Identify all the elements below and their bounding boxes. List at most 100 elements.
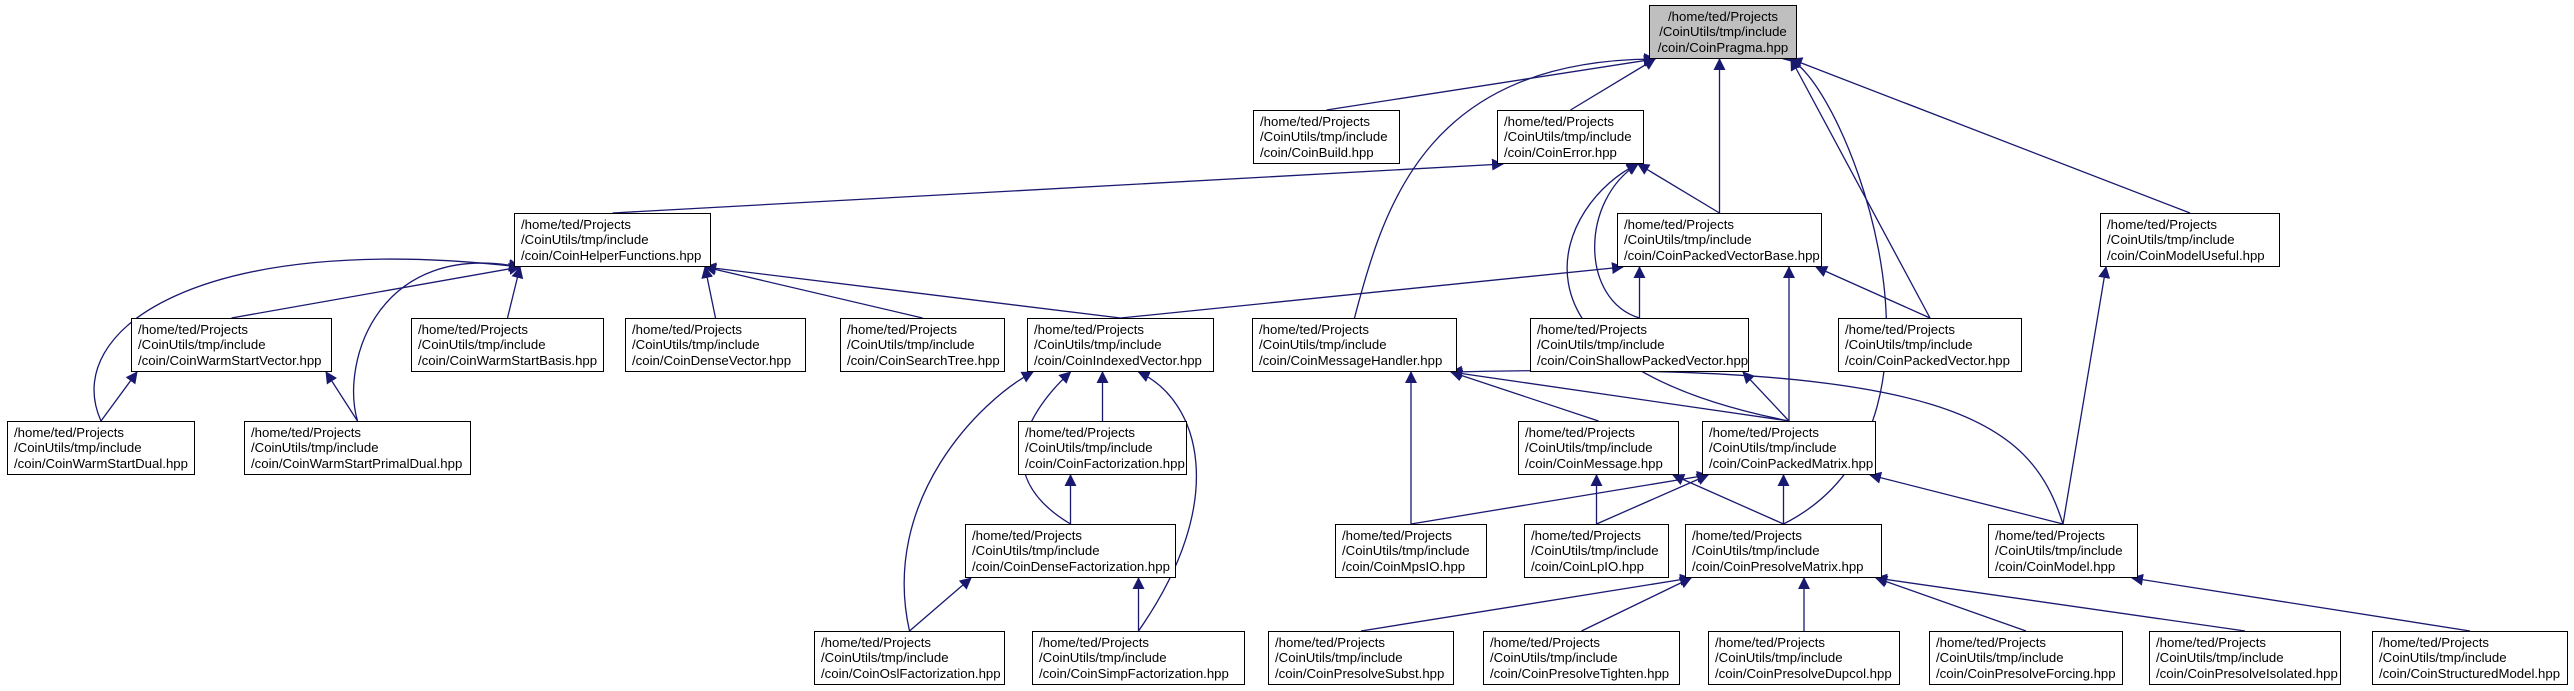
header-node-label: /home/ted/Projects /CoinUtils/tmp/includ… xyxy=(632,322,792,368)
header-node-label: /home/ted/Projects /CoinUtils/tmp/includ… xyxy=(1537,322,1749,368)
edge-n2-to-n0 xyxy=(1570,58,1656,111)
header-node-box[interactable]: /home/ted/Projects /CoinUtils/tmp/includ… xyxy=(1685,524,1882,578)
header-node-label: /home/ted/Projects /CoinUtils/tmp/includ… xyxy=(1342,528,1470,574)
header-node-label: /home/ted/Projects /CoinUtils/tmp/includ… xyxy=(1490,635,1670,681)
header-node-label: /home/ted/Projects /CoinUtils/tmp/includ… xyxy=(521,217,702,263)
header-node-label: /home/ted/Projects /CoinUtils/tmp/includ… xyxy=(1715,635,1892,681)
edge-n7-to-n3 xyxy=(506,266,524,319)
header-node-label: /home/ted/Projects /CoinUtils/tmp/includ… xyxy=(138,322,322,368)
header-node-box[interactable]: /home/ted/Projects /CoinUtils/tmp/includ… xyxy=(814,631,1005,685)
edge-n22-to-n17 xyxy=(1672,473,1784,525)
header-node-box[interactable]: /home/ted/Projects /CoinUtils/tmp/includ… xyxy=(1268,631,1454,685)
header-node-box[interactable]: /home/ted/Projects /CoinUtils/tmp/includ… xyxy=(965,524,1176,578)
edge-n5-to-n0 xyxy=(1790,57,2191,214)
edge-n25-to-n10 xyxy=(1137,371,1197,632)
header-node-box[interactable]: /home/ted/Projects /CoinUtils/tmp/includ… xyxy=(1524,524,1669,578)
header-node-box[interactable]: /home/ted/Projects /CoinUtils/tmp/includ… xyxy=(1530,318,1749,372)
header-node-label: /home/ted/Projects /CoinUtils/tmp/includ… xyxy=(1709,425,1874,471)
header-node-label: /home/ted/Projects /CoinUtils/tmp/includ… xyxy=(972,528,1170,574)
edge-n14-to-n3 xyxy=(93,258,521,422)
header-node-box[interactable]: /home/ted/Projects /CoinUtils/tmp/includ… xyxy=(2149,631,2341,685)
edge-n15-to-n3 xyxy=(353,259,521,422)
header-node-box[interactable]: /home/ted/Projects /CoinUtils/tmp/includ… xyxy=(1929,631,2123,685)
header-node-label: /home/ted/Projects /CoinUtils/tmp/includ… xyxy=(2107,217,2265,263)
edge-n4-to-n2 xyxy=(1637,163,1720,214)
header-node-box[interactable]: /home/ted/Projects /CoinUtils/tmp/includ… xyxy=(7,421,195,475)
header-node-label: /home/ted/Projects /CoinUtils/tmp/includ… xyxy=(1624,217,1820,263)
edge-n6-to-n3 xyxy=(231,263,521,319)
header-node-label: /home/ted/Projects /CoinUtils/tmp/includ… xyxy=(14,425,188,471)
header-node-label: /home/ted/Projects /CoinUtils/tmp/includ… xyxy=(2156,635,2338,681)
edge-n11-to-n0 xyxy=(1353,53,1656,319)
header-node-box[interactable]: /home/ted/Projects /CoinUtils/tmp/includ… xyxy=(131,318,332,372)
header-node-box[interactable]: /home/ted/Projects /CoinUtils/tmp/includ… xyxy=(625,318,806,372)
edge-n24-to-n19 xyxy=(909,577,972,632)
header-node-box[interactable]: /home/ted/Projects /CoinUtils/tmp/includ… xyxy=(514,213,711,267)
header-node-label: /home/ted/Projects /CoinUtils/tmp/includ… xyxy=(847,322,1000,368)
header-node-label: /home/ted/Projects /CoinUtils/tmp/includ… xyxy=(1259,322,1443,368)
header-node-label: /home/ted/Projects /CoinUtils/tmp/includ… xyxy=(1995,528,2123,574)
edge-n10-to-n3 xyxy=(704,262,1121,319)
header-node-label: /home/ted/Projects /CoinUtils/tmp/includ… xyxy=(1531,528,1659,574)
header-node-box[interactable]: /home/ted/Projects /CoinUtils/tmp/includ… xyxy=(840,318,1005,372)
edge-n27-to-n22 xyxy=(1581,577,1692,632)
header-node-label: /home/ted/Projects /CoinUtils/tmp/includ… xyxy=(821,635,1001,681)
header-node-label: /home/ted/Projects /CoinUtils/tmp/includ… xyxy=(418,322,598,368)
edge-n13-to-n0 xyxy=(1790,58,1931,319)
header-node-box[interactable]: /home/ted/Projects /CoinUtils/tmp/includ… xyxy=(2100,213,2280,267)
edge-n1-to-n0 xyxy=(1326,54,1656,111)
header-node-box[interactable]: /home/ted/Projects /CoinUtils/tmp/includ… xyxy=(1018,421,1187,475)
edge-n26-to-n22 xyxy=(1360,573,1692,632)
header-node-box[interactable]: /home/ted/Projects /CoinUtils/tmp/includ… xyxy=(1032,631,1245,685)
header-node-box[interactable]: /home/ted/Projects /CoinUtils/tmp/includ… xyxy=(1483,631,1680,685)
header-node-label: /home/ted/Projects /CoinUtils/tmp/includ… xyxy=(2379,635,2561,681)
root-node-box[interactable]: /home/ted/Projects /CoinUtils/tmp/includ… xyxy=(1649,5,1797,59)
edge-n23-to-n18 xyxy=(1869,471,2064,525)
edge-n24-to-n10 xyxy=(903,371,1034,632)
edge-n31-to-n23 xyxy=(2131,573,2471,632)
header-node-box[interactable]: /home/ted/Projects /CoinUtils/tmp/includ… xyxy=(1617,213,1822,267)
edge-n21-to-n18 xyxy=(1596,473,1709,525)
header-node-label: /home/ted/Projects /CoinUtils/tmp/includ… xyxy=(1525,425,1663,471)
header-node-label: /home/ted/Projects /CoinUtils/tmp/includ… xyxy=(1275,635,1445,681)
header-node-label: /home/ted/Projects /CoinUtils/tmp/includ… xyxy=(1657,9,1789,55)
edge-n12-to-n2 xyxy=(1594,163,1640,319)
header-node-label: /home/ted/Projects /CoinUtils/tmp/includ… xyxy=(1845,322,2010,368)
header-node-box[interactable]: /home/ted/Projects /CoinUtils/tmp/includ… xyxy=(1027,318,1214,372)
header-node-box[interactable]: /home/ted/Projects /CoinUtils/tmp/includ… xyxy=(1335,524,1487,578)
edge-n13-to-n4 xyxy=(1815,266,1931,319)
edge-n30-to-n22 xyxy=(1875,573,2246,632)
header-node-label: /home/ted/Projects /CoinUtils/tmp/includ… xyxy=(251,425,463,471)
edge-n17-to-n11 xyxy=(1450,369,1599,422)
edge-n18-to-n2 xyxy=(1566,163,1790,422)
header-node-label: /home/ted/Projects /CoinUtils/tmp/includ… xyxy=(1936,635,2116,681)
header-node-box[interactable]: /home/ted/Projects /CoinUtils/tmp/includ… xyxy=(2372,631,2568,685)
edge-n9-to-n3 xyxy=(704,263,923,319)
edge-n29-to-n22 xyxy=(1875,576,2027,632)
edge-n10-to-n4 xyxy=(1120,262,1624,319)
header-node-box[interactable]: /home/ted/Projects /CoinUtils/tmp/includ… xyxy=(411,318,604,372)
edge-n3-to-n2 xyxy=(612,158,1504,214)
edge-n8-to-n3 xyxy=(701,266,717,319)
header-node-label: /home/ted/Projects /CoinUtils/tmp/includ… xyxy=(1260,114,1388,160)
header-node-label: /home/ted/Projects /CoinUtils/tmp/includ… xyxy=(1504,114,1632,160)
edge-n20-to-n18 xyxy=(1410,470,1709,525)
header-node-label: /home/ted/Projects /CoinUtils/tmp/includ… xyxy=(1039,635,1229,681)
header-node-label: /home/ted/Projects /CoinUtils/tmp/includ… xyxy=(1692,528,1864,574)
header-node-box[interactable]: /home/ted/Projects /CoinUtils/tmp/includ… xyxy=(244,421,471,475)
edge-n15-to-n6 xyxy=(325,371,359,422)
header-node-box[interactable]: /home/ted/Projects /CoinUtils/tmp/includ… xyxy=(1497,110,1644,164)
header-node-label: /home/ted/Projects /CoinUtils/tmp/includ… xyxy=(1025,425,1185,471)
edge-n14-to-n6 xyxy=(100,371,138,422)
header-node-box[interactable]: /home/ted/Projects /CoinUtils/tmp/includ… xyxy=(1702,421,1876,475)
header-node-box[interactable]: /home/ted/Projects /CoinUtils/tmp/includ… xyxy=(1518,421,1679,475)
header-node-box[interactable]: /home/ted/Projects /CoinUtils/tmp/includ… xyxy=(1253,110,1400,164)
header-node-box[interactable]: /home/ted/Projects /CoinUtils/tmp/includ… xyxy=(1252,318,1457,372)
header-node-box[interactable]: /home/ted/Projects /CoinUtils/tmp/includ… xyxy=(1988,524,2138,578)
edge-n18-to-n12 xyxy=(1742,371,1790,422)
edge-n23-to-n5 xyxy=(2062,266,2111,525)
header-node-box[interactable]: /home/ted/Projects /CoinUtils/tmp/includ… xyxy=(1838,318,2022,372)
header-node-box[interactable]: /home/ted/Projects /CoinUtils/tmp/includ… xyxy=(1708,631,1900,685)
